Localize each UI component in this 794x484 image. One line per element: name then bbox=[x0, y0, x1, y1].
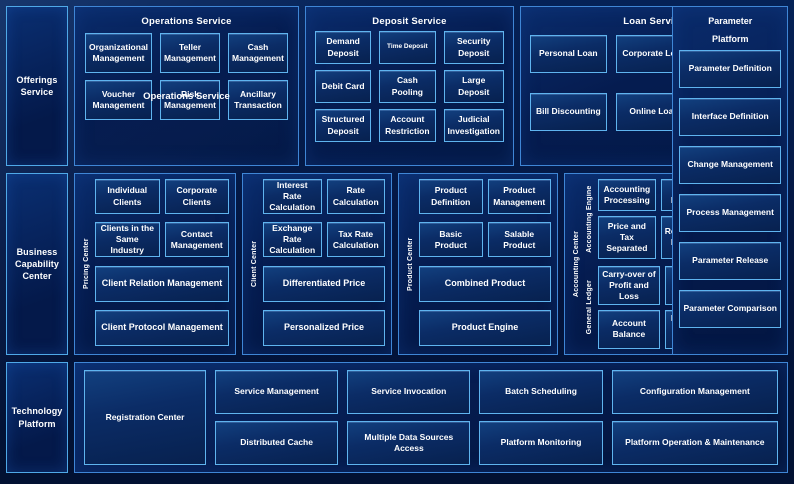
tile-service-management[interactable]: Service Management bbox=[215, 370, 339, 414]
tile-batch-scheduling[interactable]: Batch Scheduling bbox=[479, 370, 603, 414]
vertical-label-accounting-engine: Accounting Engine bbox=[586, 185, 593, 253]
tile-client-relation-management[interactable]: Client Relation Management bbox=[95, 265, 229, 302]
panel-operations-service[interactable]: Operations Service Organizational Manage… bbox=[74, 6, 299, 166]
tile-product-engine[interactable]: Product Engine bbox=[419, 309, 551, 346]
tile-platform-monitoring[interactable]: Platform Monitoring bbox=[479, 421, 603, 465]
tile-cash-management[interactable]: Cash Management bbox=[228, 33, 288, 73]
panel-product-center[interactable]: Product Center Product Definition Produc… bbox=[398, 173, 558, 355]
tile-judicial-investigation[interactable]: Judicial Investigation bbox=[443, 109, 504, 142]
tile-interest-rate-calculation[interactable]: Interest Rate Calculation bbox=[263, 179, 322, 214]
tile-parameter-release[interactable]: Parameter Release bbox=[679, 242, 781, 280]
technology-column-1: Service Management Distributed Cache bbox=[215, 370, 339, 465]
tile-carry-over-of-profit-and-loss[interactable]: Carry-over of Profit and Loss bbox=[598, 265, 660, 305]
tile-multiple-data-sources-access[interactable]: Multiple Data Sources Access bbox=[347, 421, 471, 465]
tile-tax-rate-calculation[interactable]: Tax Rate Calculation bbox=[326, 222, 385, 258]
technology-column-2: Service Invocation Multiple Data Sources… bbox=[347, 370, 471, 465]
tile-basic-product[interactable]: Basic Product bbox=[419, 222, 483, 258]
tile-personal-loan[interactable]: Personal Loan bbox=[529, 35, 607, 73]
tile-debit-card[interactable]: Debit Card bbox=[314, 70, 372, 103]
panel-title-loan-service: Loan Service bbox=[623, 16, 685, 27]
vertical-label-general-ledger: General Ledger bbox=[586, 280, 593, 335]
tile-individual-clients[interactable]: Individual Clients bbox=[95, 179, 160, 214]
tile-process-management[interactable]: Process Management bbox=[679, 194, 781, 232]
tile-risk-management[interactable]: Risk Management bbox=[160, 80, 220, 120]
tile-configuration-management[interactable]: Configuration Management bbox=[611, 370, 778, 414]
tile-organizational-management[interactable]: Organizational Management bbox=[85, 33, 153, 73]
technology-column-3: Batch Scheduling Platform Monitoring bbox=[479, 370, 603, 465]
tile-differentiated-price[interactable]: Differentiated Price bbox=[263, 265, 385, 302]
tile-exchange-rate-calculation[interactable]: Exchange Rate Calculation bbox=[263, 222, 322, 258]
tile-account-restriction[interactable]: Account Restriction bbox=[379, 109, 436, 142]
tile-large-deposit[interactable]: Large Deposit bbox=[443, 70, 504, 103]
tile-registration-center[interactable]: Registration Center bbox=[84, 370, 206, 465]
tile-product-definition[interactable]: Product Definition bbox=[419, 179, 483, 214]
tile-cash-pooling[interactable]: Cash Pooling bbox=[379, 70, 436, 103]
panel-client-center[interactable]: Pricing Center Individual Clients Corpor… bbox=[74, 173, 236, 355]
tile-service-invocation[interactable]: Service Invocation bbox=[347, 370, 471, 414]
tile-platform-operation-and-maintenance[interactable]: Platform Operation & Maintenance bbox=[611, 421, 778, 465]
technology-column-4: Configuration Management Platform Operat… bbox=[611, 370, 778, 465]
panel-title-deposit-service: Deposit Service bbox=[372, 16, 447, 27]
tile-contact-management[interactable]: Contact Management bbox=[164, 222, 229, 258]
panel-deposit-service[interactable]: Deposit Service Demand Deposit Time Depo… bbox=[304, 6, 514, 166]
tile-teller-management[interactable]: Teller Management bbox=[160, 33, 220, 73]
tile-parameter-comparison[interactable]: Parameter Comparison bbox=[679, 290, 781, 328]
tile-parameter-definition[interactable]: Parameter Definition bbox=[679, 50, 781, 88]
deposit-service-tiles: Demand Deposit Time Deposit Security Dep… bbox=[306, 27, 513, 148]
product-center-tiles: Product Definition Product Management Ba… bbox=[419, 179, 551, 349]
vertical-label-pricing-center: Client Center bbox=[251, 240, 258, 288]
tile-security-deposit[interactable]: Security Deposit bbox=[443, 31, 504, 64]
operations-service-tiles: Organizational Management Teller Managem… bbox=[75, 27, 298, 128]
tile-accounting-processing[interactable]: Accounting Processing bbox=[598, 179, 656, 211]
vertical-label-accounting-center: Accounting Center bbox=[573, 231, 580, 298]
vertical-label-client-center: Pricing Center bbox=[83, 238, 90, 290]
tile-corporate-clients[interactable]: Corporate Clients bbox=[164, 179, 229, 214]
tile-voucher-management[interactable]: Voucher Management bbox=[85, 80, 153, 120]
tile-product-management[interactable]: Product Management bbox=[487, 179, 551, 214]
vertical-label-product-center: Product Center bbox=[407, 237, 414, 291]
tile-change-management[interactable]: Change Management bbox=[679, 146, 781, 184]
tile-client-protocol-management[interactable]: Client Protocol Management bbox=[95, 309, 229, 346]
client-center-tiles: Individual Clients Corporate Clients Cli… bbox=[95, 179, 229, 349]
tile-salable-product[interactable]: Salable Product bbox=[487, 222, 551, 258]
tile-rate-calculation[interactable]: Rate Calculation bbox=[326, 179, 385, 214]
tile-distributed-cache[interactable]: Distributed Cache bbox=[215, 421, 339, 465]
tile-time-deposit[interactable]: Time Deposit bbox=[379, 31, 436, 64]
tile-bill-discounting[interactable]: Bill Discounting bbox=[529, 93, 607, 131]
tile-clients-in-the-same-industry[interactable]: Clients in the Same Industry bbox=[95, 222, 160, 258]
tile-structured-deposit[interactable]: Structured Deposit bbox=[314, 109, 372, 142]
tile-interface-definition[interactable]: Interface Definition bbox=[679, 98, 781, 136]
tile-ancillary-transaction[interactable]: Ancillary Transaction bbox=[228, 80, 288, 120]
tile-price-and-tax-separated[interactable]: Price and Tax Separated bbox=[598, 215, 656, 259]
tile-combined-product[interactable]: Combined Product bbox=[419, 265, 551, 302]
tile-personalized-price[interactable]: Personalized Price bbox=[263, 309, 385, 346]
tile-demand-deposit[interactable]: Demand Deposit bbox=[314, 31, 372, 64]
panel-title-operations-service: Operations Service bbox=[141, 16, 232, 27]
panel-pricing-center[interactable]: Client Center Interest Rate Calculation … bbox=[242, 173, 392, 355]
panel-technology-platform[interactable]: Registration Center Service Management D… bbox=[74, 362, 788, 473]
pricing-center-tiles: Interest Rate Calculation Rate Calculati… bbox=[263, 179, 385, 349]
tile-account-balance[interactable]: Account Balance bbox=[598, 309, 660, 349]
